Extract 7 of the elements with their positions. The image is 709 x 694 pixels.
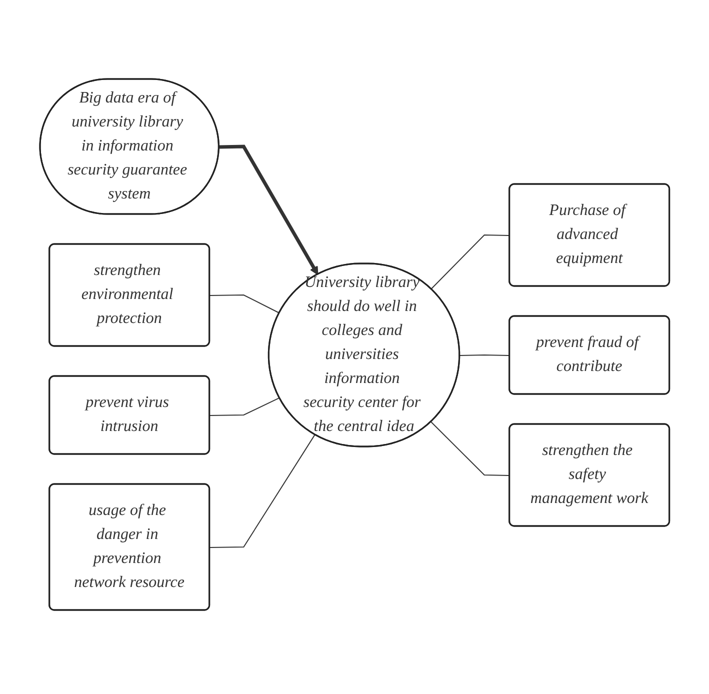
connector xyxy=(209,294,280,314)
connector xyxy=(209,397,280,416)
connector xyxy=(209,434,316,548)
connector xyxy=(459,354,510,356)
connector xyxy=(430,422,510,476)
arrow xyxy=(218,144,318,276)
connector xyxy=(430,234,510,290)
